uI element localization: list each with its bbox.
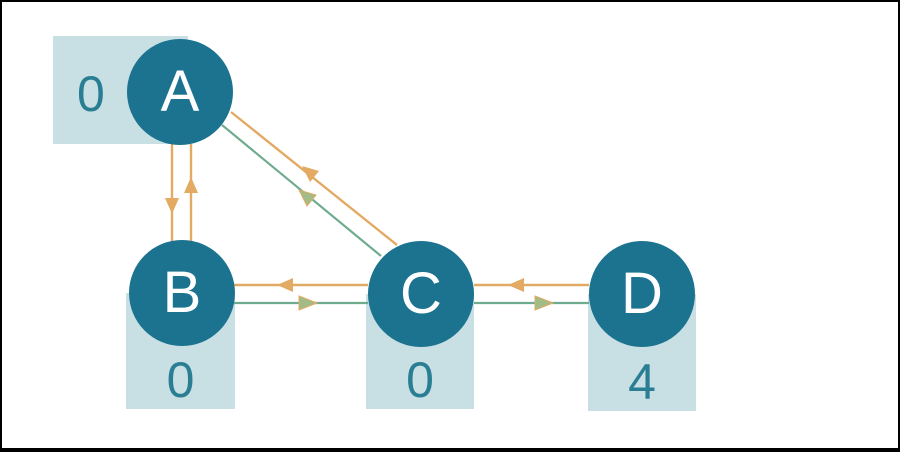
arrowhead-right-icon [534,295,555,311]
arrowhead-down-icon [165,198,179,214]
node-b-value: 0 [166,352,195,408]
edge-d-to-c [474,278,589,292]
edge-c-to-a-green [221,124,382,257]
node-b[interactable]: B [129,240,235,346]
node-c-label: C [400,261,442,326]
node-c[interactable]: C [368,241,474,347]
node-b-label: B [162,260,202,325]
node-d-value: 4 [628,354,656,410]
node-c-value: 0 [406,352,434,408]
node-d[interactable]: D [589,241,695,347]
edge-a-to-b [165,144,179,241]
edge-c-to-d [474,295,589,311]
edge-b-to-a [184,144,198,241]
arrowhead-right-icon [298,295,319,311]
arrowhead-upleft-icon [302,166,319,182]
edge-b-to-c [234,295,368,311]
arrowhead-left-icon [277,278,293,292]
node-d-label: D [621,261,663,326]
node-a-value: 0 [77,66,105,122]
arrowhead-upleft-icon [298,189,317,207]
node-a-label: A [160,59,200,124]
arrowhead-up-icon [184,177,198,193]
edge-c-to-a-orange [230,111,398,246]
node-a[interactable]: A [127,39,233,145]
arrowhead-left-icon [508,278,524,292]
edge-c-to-b [234,278,368,292]
